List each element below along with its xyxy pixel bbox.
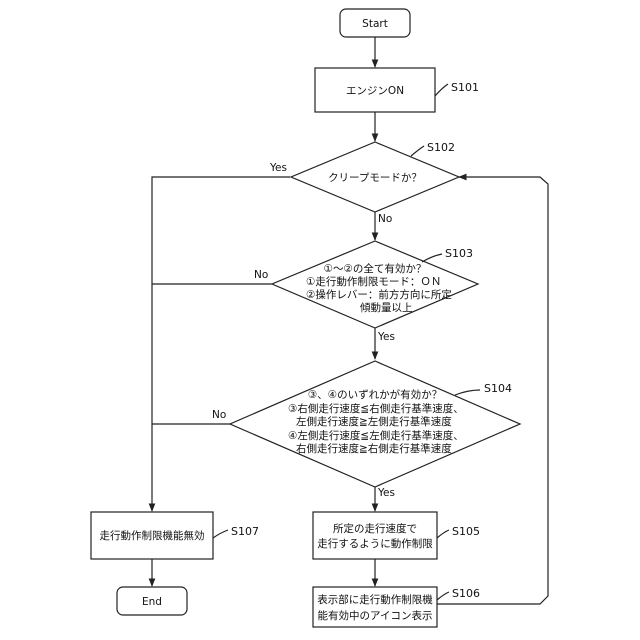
s104-decision: ③、④のいずれかが有効か？ ③右側走行速度≦右側走行基準速度、 左側走行速度≧左… — [212, 361, 520, 499]
s102-step: S102 — [427, 141, 455, 154]
s101-step: S101 — [451, 81, 479, 94]
s103-line-4: 傾動量以上 — [360, 301, 413, 314]
s103-yes-label: Yes — [377, 331, 395, 343]
s103-line-3: ②操作レバー：前方方向に所定 — [306, 288, 452, 301]
s102-yes-label: Yes — [269, 162, 287, 174]
s104-line-3: 左側走行速度≧左側走行基準速度 — [296, 415, 452, 428]
s104-line-4: ④左側走行速度≦左側走行基準速度、 — [288, 429, 464, 442]
s104-no-label: No — [212, 409, 226, 421]
s105-step: S105 — [452, 525, 480, 538]
s102-no-label: No — [378, 213, 392, 225]
start-node: Start — [340, 9, 410, 37]
s101-process: エンジンON S101 — [315, 68, 479, 112]
s106-step: S106 — [452, 587, 480, 600]
s107-label: 走行動作制限機能無効 — [100, 529, 205, 542]
end-label: End — [142, 596, 162, 608]
s104-yes-label: Yes — [377, 487, 395, 499]
s103-line-1: ①～②の全て有効か？ — [324, 262, 427, 275]
s104-line-2: ③右側走行速度≦右側走行基準速度、 — [288, 402, 464, 415]
s105-line-1: 所定の走行速度で — [333, 522, 417, 535]
s104-step: S104 — [484, 382, 512, 395]
s103-decision: ①～②の全て有効か？ ①走行動作制限モード：ＯＮ ②操作レバー：前方方向に所定 … — [254, 241, 478, 343]
edge-s102-yes — [152, 177, 290, 511]
s105-process: 所定の走行速度で 走行するように動作制限 S105 — [313, 512, 480, 559]
s104-line-1: ③、④のいずれかが有効か？ — [308, 388, 442, 401]
end-node: End — [117, 587, 187, 615]
s105-line-2: 走行するように動作制限 — [317, 537, 433, 550]
s103-line-2: ①走行動作制限モード：ＯＮ — [306, 275, 441, 288]
s104-line-5: 右側走行速度≧右側走行基準速度 — [296, 442, 452, 455]
s103-no-label: No — [254, 269, 268, 281]
start-label: Start — [362, 18, 388, 30]
s107-process: 走行動作制限機能無効 S107 — [91, 512, 259, 559]
s102-decision: クリープモードか？ S102 Yes No — [269, 141, 459, 225]
s102-label: クリープモードか？ — [328, 172, 422, 184]
s106-line-1: 表示部に走行動作制限機 — [317, 593, 433, 606]
s106-process: 表示部に走行動作制限機 能有効中のアイコン表示 S106 — [313, 587, 480, 627]
s106-line-2: 能有効中のアイコン表示 — [318, 609, 433, 622]
s101-label: エンジンON — [346, 85, 404, 97]
s107-step: S107 — [231, 525, 259, 538]
s103-step: S103 — [445, 247, 473, 260]
